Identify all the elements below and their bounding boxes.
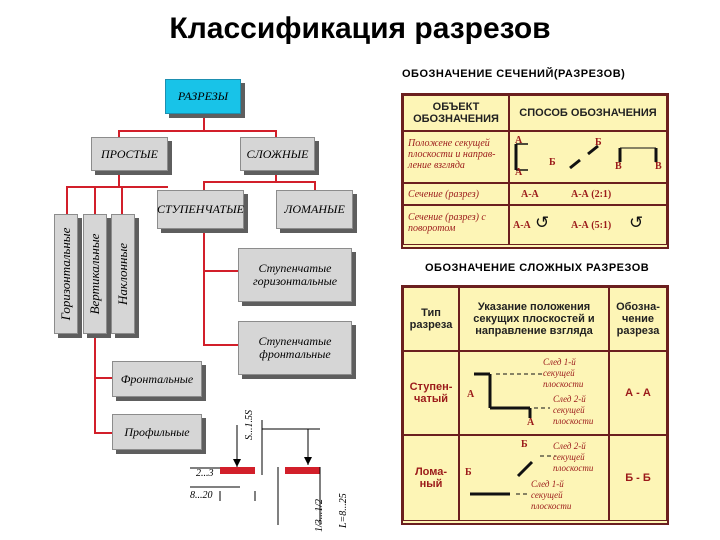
connector-line	[203, 228, 205, 346]
table1-caption: ОБОЗНАЧЕНИЕ СЕЧЕНИЙ(РАЗРЕЗОВ)	[402, 68, 626, 80]
inclined-label: Наклонные	[115, 242, 130, 306]
table2-header-designation: Обозна- чение разреза	[609, 287, 667, 351]
frontal-box: Фронтальные	[112, 361, 202, 397]
complex-box: СЛОЖНЫЕ	[240, 137, 315, 171]
row1-letter-right: А	[527, 417, 535, 428]
rotation-icon: ↺	[535, 213, 550, 232]
inclined-box: Наклонные	[111, 214, 135, 334]
profile-box: Профильные	[112, 414, 202, 450]
row2-letter-left: Б	[465, 467, 472, 478]
stepped-plane-symbol	[474, 372, 550, 418]
broken-plane-symbol	[470, 455, 556, 496]
label-v-left: В	[615, 161, 622, 172]
row3-value-2: А-А (5:1)	[571, 220, 612, 231]
connector-line	[118, 130, 120, 138]
row1-note-1: След 1-й секущей плоскости	[543, 357, 584, 389]
stepped-frontal-box: Ступенчатые фронтальные	[238, 321, 352, 375]
broken-box: ЛОМАНЫЕ	[276, 190, 353, 229]
stepped-horizontal-box: Ступенчатые горизонтальные	[238, 248, 352, 302]
dimension-drawing	[190, 420, 321, 525]
table2-header-type: Тип разреза	[403, 287, 459, 351]
complex-sections-table: Тип разреза Указание положения секущих п…	[401, 285, 669, 525]
connector-line	[314, 181, 316, 191]
connector-line	[203, 181, 315, 183]
label-b-bottom: Б	[549, 157, 556, 168]
label-a-top: А	[515, 135, 523, 146]
vertical-label: Вертикальные	[87, 233, 102, 315]
sections-table: ОБЪЕКТ ОБОЗНАЧЕНИЯ СПОСОБ ОБОЗНАЧЕНИЯ По…	[401, 93, 669, 249]
connector-line	[118, 130, 276, 132]
table1-row3-method	[509, 205, 667, 245]
row2-letter-top: Б	[521, 439, 528, 450]
dim-label-d: 1/3...1/2	[314, 498, 325, 532]
dim-label-a: 2...3	[196, 468, 214, 479]
cutting-plane-symbols	[514, 143, 658, 171]
table1-header-object: ОБЪЕКТ ОБОЗНАЧЕНИЯ	[403, 95, 509, 131]
row1-indication	[459, 351, 609, 435]
row2-type: Лома- ный	[403, 435, 459, 521]
row1-mark: А - А	[609, 351, 667, 435]
row3-value-1: А-А	[513, 220, 531, 231]
connector-line	[203, 113, 205, 130]
connector-line	[118, 170, 120, 187]
connector-line	[203, 181, 205, 191]
row1-letter-left: А	[467, 389, 475, 400]
connector-line	[94, 432, 112, 434]
row2-indication	[459, 435, 609, 521]
root-box: РАЗРЕЗЫ	[165, 79, 241, 114]
row1-note-2: След 2-й секущей плоскости	[553, 394, 594, 426]
label-a-bottom: А	[515, 167, 523, 178]
connector-line	[203, 270, 238, 272]
connector-line	[275, 170, 277, 182]
row1-type: Ступен- чатый	[403, 351, 459, 435]
dim-label-b: 8...20	[190, 490, 213, 501]
connector-line	[94, 186, 96, 214]
connector-line	[66, 186, 168, 188]
connector-line	[66, 186, 68, 214]
table1-row1-label: Положене секущей плоскости и направ- лен…	[403, 131, 509, 183]
vertical-box: Вертикальные	[83, 214, 107, 334]
row2-value-2: А-А (2:1)	[571, 189, 612, 200]
page-title: Классификация разрезов	[169, 12, 551, 45]
connector-line	[275, 130, 277, 138]
connector-line	[203, 344, 238, 346]
connector-line	[94, 377, 112, 379]
table1-row2-label: Сечение (разрез)	[403, 183, 509, 205]
dim-label-c: S...1.5S	[244, 410, 255, 440]
dim-label-e: L=8...25	[338, 493, 349, 528]
connector-line	[121, 186, 123, 214]
label-b-top: Б	[595, 137, 602, 148]
connector-line	[94, 334, 96, 434]
simple-box: ПРОСТЫЕ	[91, 137, 168, 171]
table1-row3-label: Сечение (разрез) с поворотом	[403, 205, 509, 245]
table2-caption: ОБОЗНАЧЕНИЕ СЛОЖНЫХ РАЗРЕЗОВ	[425, 262, 650, 274]
stepped-box: СТУПЕНЧАТЫЕ	[157, 190, 244, 229]
row2-mark: Б - Б	[609, 435, 667, 521]
row2-note-2: След 1-й секущей плоскости	[531, 479, 572, 511]
label-v-right: В	[655, 161, 662, 172]
table2-header-indication: Указание положения секущих плоскостей и …	[459, 287, 609, 351]
row2-value-1: А-А	[521, 189, 539, 200]
table1-row1-method	[509, 131, 667, 183]
horizontal-label: Горизонтальные	[58, 227, 73, 321]
horizontal-box: Горизонтальные	[54, 214, 78, 334]
rotation-icon: ↺	[629, 213, 644, 232]
row2-note-1: След 2-й секущей плоскости	[553, 441, 594, 473]
table1-row2-method	[509, 183, 667, 205]
table1-header-method: СПОСОБ ОБОЗНАЧЕНИЯ	[509, 95, 667, 131]
